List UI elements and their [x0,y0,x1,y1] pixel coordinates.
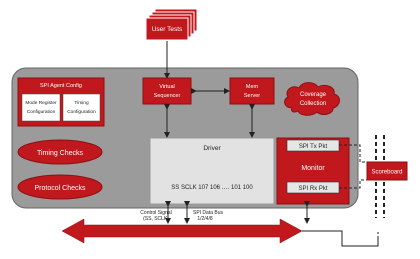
timing-checks-ellipse[interactable]: Timing Checks [17,139,103,165]
monitor-title: Monitor [301,165,325,172]
spi-data-bus-label-line1: SPI Data Bus [193,210,224,216]
spi-agent-config-box[interactable]: SPI Agent Config Mode Register Configura… [17,77,105,127]
monitor-box[interactable]: SPI Tx Pkt Monitor SPI Rx Pkt [276,137,350,205]
mem-server-label-line1: Mem [246,84,259,90]
mode-register-config-label-line2: Configuration [27,109,56,115]
user-tests-stack[interactable]: User Tests [145,8,198,41]
coverage-collection-label-line1: Coverage [300,92,327,98]
timing-config-label-line2: Configuration [67,109,96,115]
control-signal-label-line2: (SS, SCLK) [143,216,169,222]
virtual-sequencer-label-line1: Virtual [159,84,175,90]
driver-title: Driver [203,145,221,152]
mem-server-box[interactable]: Mem Server [229,77,275,105]
mem-server-label-line2: Server [244,93,260,99]
user-tests-label: User Tests [152,26,183,33]
coverage-collection-cloud[interactable]: Coverage Collection [284,82,340,116]
virtual-sequencer-box[interactable]: Virtual Sequencer [142,77,192,105]
spi-data-bus-label-line2: 1/2/4/8 [197,216,213,222]
timing-config-label-line1: Timing [74,100,89,106]
scoreboard-dashed-links [375,135,385,218]
protocol-checks-ellipse[interactable]: Protocol Checks [17,174,103,200]
scoreboard-label: Scoreboard [371,170,402,176]
virtual-sequencer-label-line2: Sequencer [154,93,181,99]
driver-box[interactable]: Driver SS SCLK 107 106 …. 101 100 [149,137,275,205]
bus-to-scoreboard-links [302,230,379,247]
timing-checks-label: Timing Checks [37,150,84,157]
bus-arrow [61,218,303,244]
mode-register-config-box[interactable] [21,93,61,122]
spi-agent-config-title: SPI Agent Config [40,83,82,89]
spi-rx-pkt-label: SPI Rx Pkt [298,186,327,192]
driver-signals: SS SCLK 107 106 …. 101 100 [171,185,253,191]
control-signal-label-line1: Control Signal [140,210,171,216]
coverage-collection-label-line2: Collection [300,101,326,107]
protocol-checks-label: Protocol Checks [35,185,86,192]
mode-register-config-label-line1: Mode Register [25,100,57,106]
scoreboard-box[interactable]: Scoreboard [366,161,408,181]
spi-tx-pkt-label: SPI Tx Pkt [299,144,328,150]
monitor-scoreboard-links [339,144,371,189]
timing-config-box[interactable] [62,93,101,122]
